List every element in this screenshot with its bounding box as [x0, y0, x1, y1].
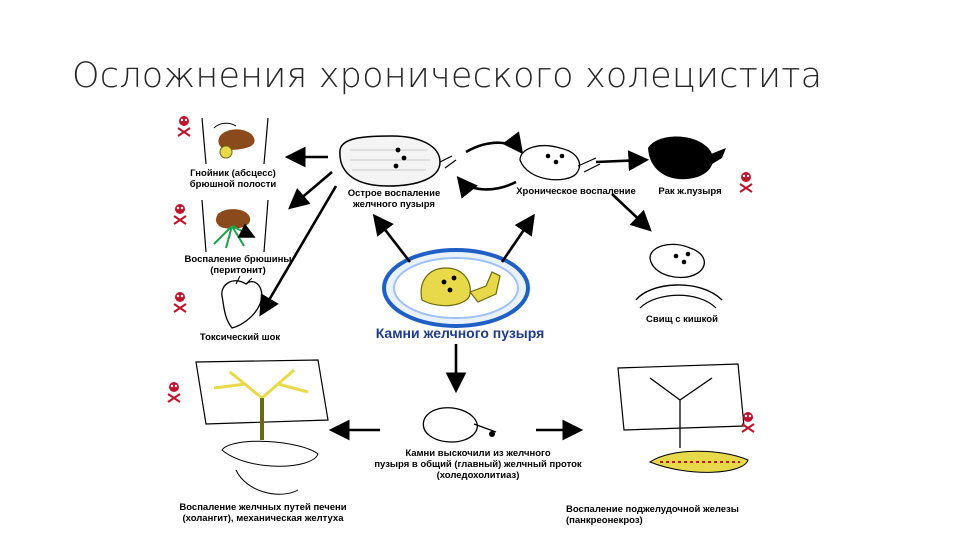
duct-stones-illustration [422, 407, 497, 443]
label-gallstones: Камни желчного пузыря [375, 325, 545, 341]
label-acute: Острое воспаление желчного пузыря [347, 188, 441, 210]
peritonitis-illustration [201, 199, 269, 253]
label-abscess: Гнойник (абсцесс) брюшной полости [189, 168, 277, 190]
acute-gallbladder-illustration [339, 135, 457, 187]
label-cholangitis: Воспаление желчных путей печени (холанги… [179, 502, 347, 524]
label-peritonitis: Воспаление брюшины (перитонит) [184, 254, 292, 276]
skull-crossbones-icon [177, 116, 191, 137]
label-fistula: Свищ с кишкой [646, 314, 718, 325]
skull-crossbones-icon [173, 292, 187, 313]
skull-crossbones-icon [167, 382, 181, 403]
cancer-gallbladder-illustration [648, 136, 726, 180]
label-cancer: Рак ж.пузыря [658, 186, 722, 197]
abscess-illustration [201, 117, 269, 165]
slide-title: Осложнения хронического холецистита [72, 56, 823, 96]
label-duct: Камни выскочили из желчного пузыря в общ… [374, 448, 582, 481]
skull-crossbones-icon [739, 172, 753, 193]
fistula-illustration [635, 243, 723, 309]
skull-crossbones-icon [741, 412, 755, 433]
label-shock: Токсический шок [199, 332, 281, 343]
chronic-gallbladder-illustration [519, 145, 601, 181]
label-pancreas: Воспаление поджелудочной железы (панкрео… [566, 504, 739, 526]
diagram-arrows [259, 131, 652, 441]
gallstones-illustration [382, 248, 530, 328]
skull-crossbones-icon [173, 204, 187, 225]
pancreas-illustration [617, 363, 749, 473]
label-chronic: Хроническое воспаление [516, 186, 636, 197]
cholangitis-illustration [195, 359, 329, 495]
heart-illustration [221, 275, 263, 329]
